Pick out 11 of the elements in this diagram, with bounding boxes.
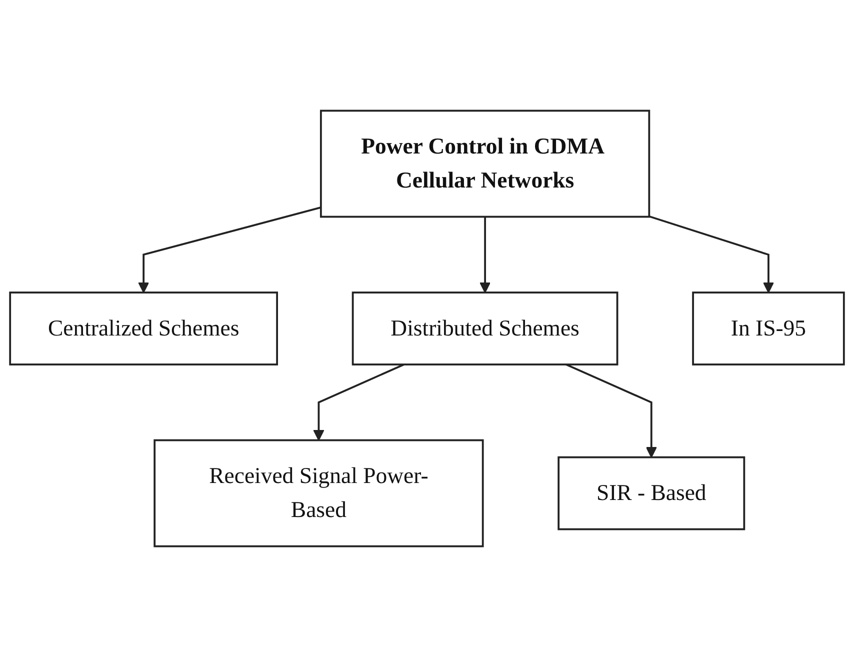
arrow (138, 206, 322, 294)
node-box: Centralized Schemes (9, 292, 278, 366)
node-box: SIR - Based (558, 456, 746, 530)
node-box: Distributed Schemes (352, 292, 618, 366)
arrow (313, 364, 404, 441)
node-box: Received Signal Power-Based (154, 439, 484, 548)
arrow (648, 215, 774, 294)
arrow (566, 364, 657, 458)
node-box: Power Control in CDMA Cellular Networks (320, 110, 650, 218)
arrow (480, 216, 491, 294)
node-box: In IS-95 (692, 292, 845, 366)
